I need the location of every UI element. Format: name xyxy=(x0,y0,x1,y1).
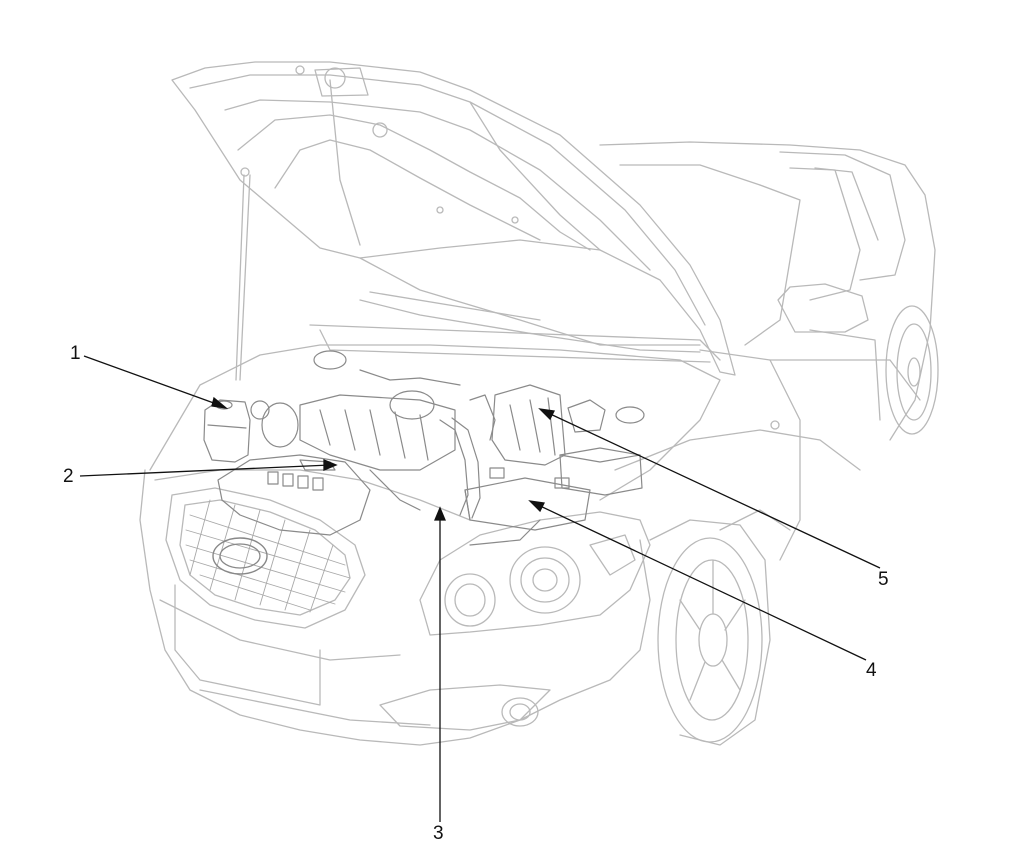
callout-label-4: 4 xyxy=(866,660,877,681)
coolant-reservoir xyxy=(203,399,270,463)
engine-bay xyxy=(149,291,721,521)
callout-label-5: 5 xyxy=(878,569,889,590)
leader-line-5 xyxy=(538,408,881,569)
hood-open xyxy=(171,61,736,376)
fuse-box xyxy=(559,447,643,496)
front-wheel xyxy=(649,519,771,746)
leader-line-2 xyxy=(79,459,338,477)
callout-label-2: 2 xyxy=(63,466,74,487)
hood-prop-rod xyxy=(235,167,251,381)
intake-manifold xyxy=(261,390,456,511)
headlamp xyxy=(419,511,651,636)
leader-line-3 xyxy=(434,506,446,822)
callout-label-3: 3 xyxy=(433,823,444,844)
leader-line-1 xyxy=(83,355,229,409)
air-filter-box xyxy=(491,384,566,466)
front-bumper xyxy=(139,469,651,746)
rear-wheel xyxy=(885,305,939,435)
right-strut-tower xyxy=(615,406,645,424)
front-grille xyxy=(165,487,366,629)
leader-line-4 xyxy=(528,500,867,661)
air-intake-hose xyxy=(439,394,496,519)
brake-fluid-reservoir xyxy=(567,399,606,433)
car-body xyxy=(599,141,936,561)
left-strut-tower xyxy=(313,350,347,370)
callout-label-1: 1 xyxy=(70,343,81,364)
